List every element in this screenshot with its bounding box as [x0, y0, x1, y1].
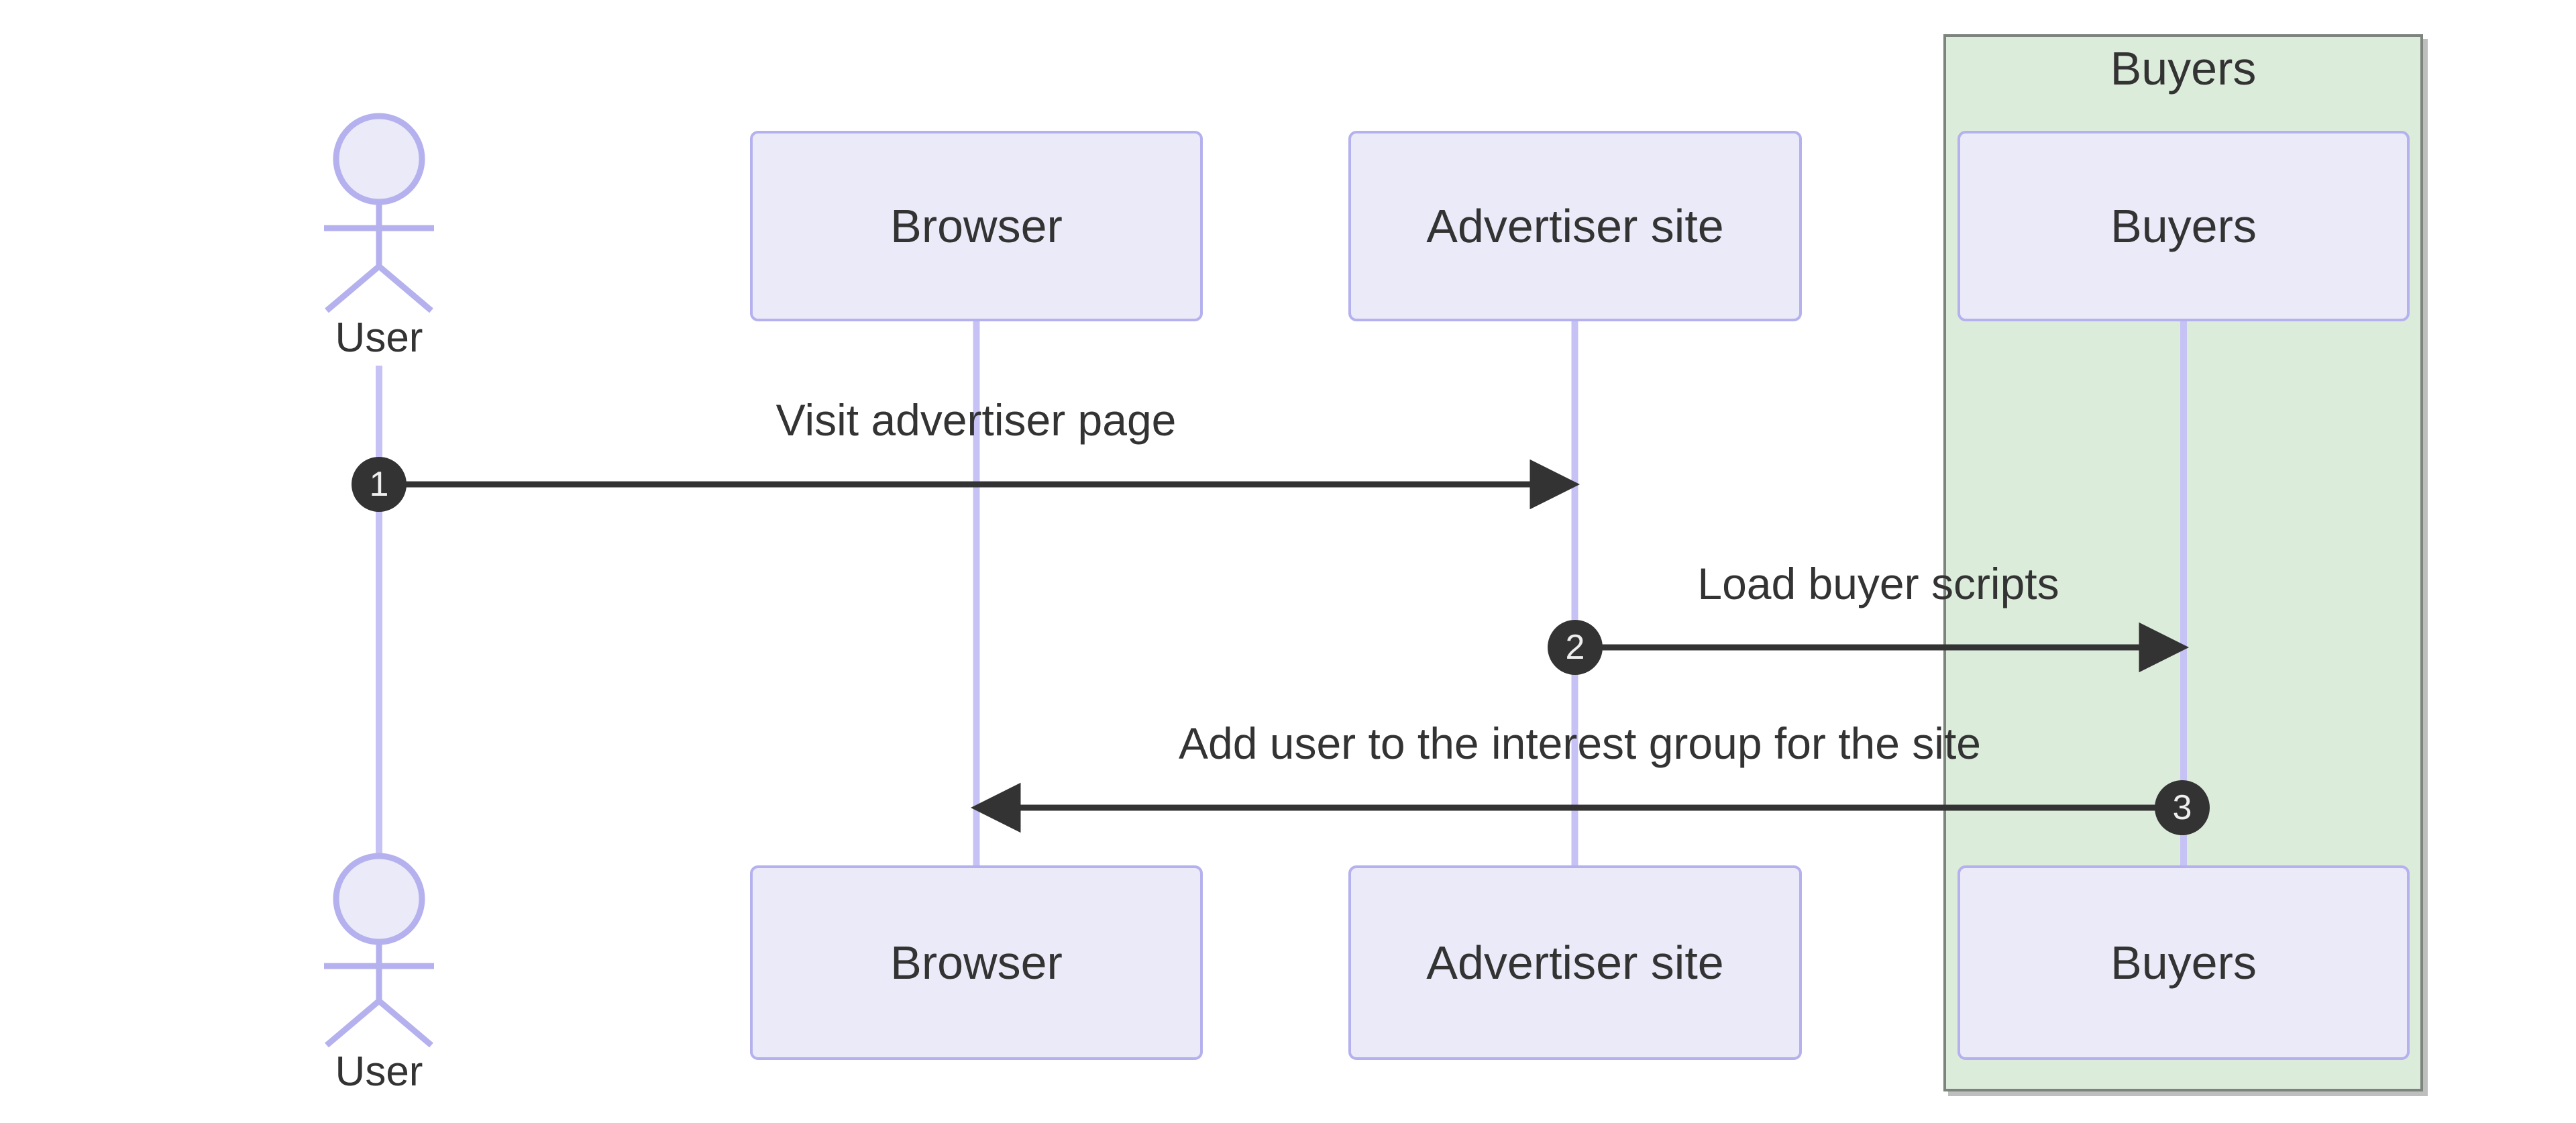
participant-buyers-bottom: Buyers	[1957, 865, 2410, 1060]
participant-label: Buyers	[2110, 200, 2257, 252]
participant-label: Advertiser site	[1426, 200, 1724, 252]
participant-label: Browser	[890, 937, 1063, 989]
buyers-group-title: Buyers	[2110, 42, 2257, 95]
sequence-number-3: 3	[2155, 780, 2210, 835]
arrow-1-head	[1529, 459, 1580, 510]
participant-buyers-top: Buyers	[1957, 131, 2410, 321]
sequence-number-1: 1	[352, 457, 407, 512]
lifelines	[376, 321, 2187, 865]
actor-head	[333, 853, 425, 945]
message-arrows	[379, 459, 2190, 833]
sequence-number-2: 2	[1548, 620, 1603, 675]
message-label-2: Load buyer scripts	[1697, 559, 2059, 608]
participant-advertiser-bottom: Advertiser site	[1348, 865, 1802, 1060]
user-actor-icon-bottom	[324, 853, 434, 1048]
user-actor-icon	[324, 113, 434, 313]
participant-browser-bottom: Browser	[750, 865, 1203, 1060]
actor-head	[333, 113, 425, 205]
participant-label: Buyers	[2110, 937, 2257, 989]
participant-label: Browser	[890, 200, 1063, 252]
arrow-2-head	[2139, 622, 2190, 673]
message-label-1: Visit advertiser page	[775, 395, 1177, 445]
actor-legs	[325, 997, 433, 1048]
participant-browser-top: Browser	[750, 131, 1203, 321]
participant-label: Advertiser site	[1426, 937, 1724, 989]
actor-label-user-top: User	[335, 315, 423, 361]
actor-legs	[325, 262, 433, 313]
actor-label-user-bottom: User	[335, 1049, 423, 1095]
message-label-3: Add user to the interest group for the s…	[1178, 718, 1982, 768]
participant-advertiser-top: Advertiser site	[1348, 131, 1802, 321]
arrow-3-head	[970, 782, 1021, 833]
